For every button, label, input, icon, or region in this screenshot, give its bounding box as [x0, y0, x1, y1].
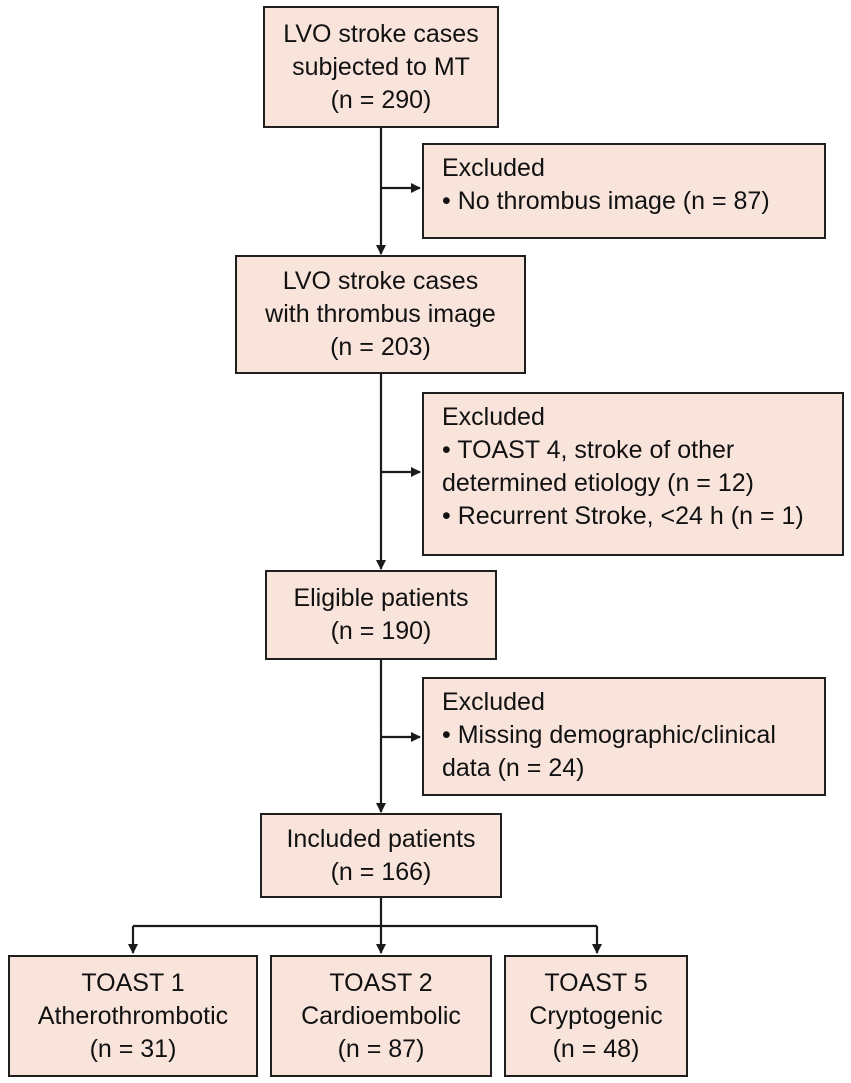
group-box-toast-5: TOAST 5 Cryptogenic (n = 48): [504, 955, 688, 1077]
thrombus-line-2: with thrombus image: [265, 300, 496, 328]
group-2-count: (n = 87): [337, 1034, 425, 1063]
exclusion-box-2: Excluded • TOAST 4, stroke of other dete…: [422, 392, 844, 556]
exclusion-2-item-2: • Recurrent Stroke, <24 h (n = 1): [442, 502, 804, 530]
group-2-title: TOAST 2: [329, 968, 433, 997]
exclusion-3-item-1-line-1: • Missing demographic/clinical: [442, 721, 776, 749]
eligible-box: Eligible patients (n = 190): [265, 570, 497, 660]
exclusion-1-item-1: • No thrombus image (n = 87): [442, 187, 770, 215]
exclusion-1-heading: Excluded: [442, 154, 545, 182]
initial-line-2: subjected to MT: [292, 52, 470, 81]
exclusion-2-item-1-line-1: • TOAST 4, stroke of other: [442, 436, 735, 464]
group-3-title: TOAST 5: [544, 968, 648, 997]
included-count: (n = 166): [330, 857, 432, 886]
group-1-title: TOAST 1: [81, 968, 185, 997]
group-1-count: (n = 31): [89, 1034, 177, 1063]
group-3-subtype: Cryptogenic: [529, 1001, 663, 1030]
exclusion-box-3: Excluded • Missing demographic/clinical …: [422, 677, 826, 796]
exclusion-3-heading: Excluded: [442, 688, 545, 716]
initial-cohort-box: LVO stroke cases subjected to MT (n = 29…: [263, 6, 499, 128]
exclusion-2-item-1-line-2: determined etiology (n = 12): [442, 469, 754, 497]
group-2-subtype: Cardioembolic: [301, 1001, 461, 1030]
eligible-count: (n = 190): [330, 617, 432, 645]
eligible-label: Eligible patients: [293, 584, 469, 612]
thrombus-count: (n = 203): [330, 333, 431, 361]
exclusion-box-1: Excluded • No thrombus image (n = 87): [422, 143, 826, 239]
included-box: Included patients (n = 166): [260, 813, 502, 898]
initial-count: (n = 290): [330, 85, 432, 114]
group-3-count: (n = 48): [552, 1034, 640, 1063]
group-box-toast-1: TOAST 1 Atherothrombotic (n = 31): [8, 955, 258, 1077]
group-1-subtype: Atherothrombotic: [37, 1001, 229, 1030]
initial-line-1: LVO stroke cases: [283, 19, 479, 48]
thrombus-line-1: LVO stroke cases: [282, 267, 479, 295]
exclusion-2-heading: Excluded: [442, 403, 545, 431]
included-label: Included patients: [286, 824, 476, 853]
exclusion-3-item-1-line-2: data (n = 24): [442, 754, 585, 782]
group-box-toast-2: TOAST 2 Cardioembolic (n = 87): [270, 955, 492, 1077]
thrombus-cohort-box: LVO stroke cases with thrombus image (n …: [235, 255, 526, 374]
